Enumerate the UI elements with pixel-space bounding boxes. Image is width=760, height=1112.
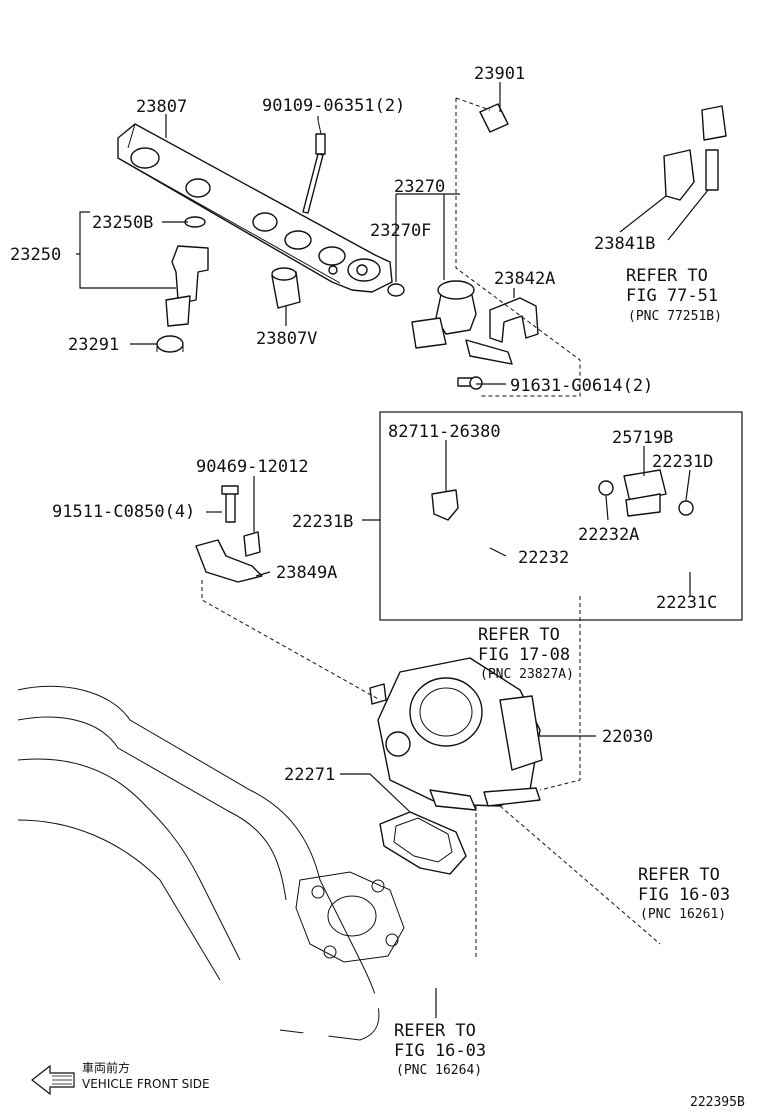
label-22271: 22271 (284, 765, 335, 785)
direction-label-jp: 車両前方 (82, 1060, 130, 1075)
hose-group-box (379, 411, 743, 621)
label-23807v: 23807V (256, 329, 317, 349)
refer-fig: FIG 16-03 (638, 885, 730, 905)
refer-fig: FIG 77-51 (626, 286, 718, 306)
refer-fig: FIG 17-08 (478, 645, 570, 665)
direction-label-en: VEHICLE FRONT SIDE (82, 1077, 210, 1091)
refer-fig: FIG 16-03 (394, 1041, 486, 1061)
label-23841b: 23841B (594, 234, 655, 254)
label-22232: 22232 (518, 548, 569, 568)
bracket-23842a (489, 297, 539, 343)
label-22030: 22030 (602, 727, 653, 747)
label-23250b: 23250B (92, 213, 153, 233)
gasket-22271 (379, 811, 467, 875)
clamp-22231d (678, 500, 694, 516)
intake-manifold (17, 685, 405, 1041)
refer-fig-17-08: REFER TO FIG 17-08 (PNC 23827A) (478, 625, 574, 682)
label-22231b: 22231B (292, 512, 353, 532)
label-23250: 23250 (10, 245, 61, 265)
hose-stub-17-08 (379, 639, 417, 671)
fuel-hose-23901 (479, 32, 727, 208)
oring-23270f (387, 283, 405, 297)
vehicle-front-arrow-icon (31, 1064, 75, 1096)
label-91631: 91631-G0614(2) (510, 376, 653, 396)
label-90469: 90469-12012 (196, 457, 309, 477)
clamp-23841b (663, 149, 719, 201)
bolt-91631 (457, 376, 483, 390)
leader-lines (76, 82, 709, 1018)
vsv-25719b (623, 469, 667, 517)
refer-fig-16-03-a: REFER TO FIG 16-03 (PNC 16261) (638, 865, 730, 922)
label-23270f: 23270F (370, 221, 431, 241)
refer-line: REFER TO (394, 1021, 476, 1041)
bracket-23849a (195, 485, 263, 583)
refer-line: REFER TO (626, 266, 708, 286)
figure-code: 222395B (690, 1095, 745, 1110)
label-23849a: 23849A (276, 563, 337, 583)
hose-22232 (412, 433, 588, 564)
clip-82711 (431, 489, 459, 521)
refer-pnc: (PNC 16264) (396, 1063, 482, 1078)
label-22231c: 22231C (656, 593, 717, 613)
label-22232a: 22232A (578, 525, 639, 545)
fuel-delivery-pipe (117, 123, 393, 293)
label-82711: 82711-26380 (388, 422, 501, 442)
clamp-22232a (598, 480, 614, 496)
refer-fig-16-03-b: REFER TO FIG 16-03 (PNC 16264) (394, 1021, 486, 1078)
label-91511: 91511-C0850(4) (52, 502, 195, 522)
rail-bolt (302, 119, 326, 214)
refer-pnc: (PNC 16261) (640, 907, 726, 922)
throttle-body (369, 657, 543, 811)
refer-line: REFER TO (638, 865, 720, 885)
label-90109: 90109-06351(2) (262, 96, 405, 116)
label-23842a: 23842A (494, 269, 555, 289)
leader-dashed-top (455, 97, 581, 397)
label-25719b: 25719B (612, 428, 673, 448)
pressure-regulator (411, 280, 513, 365)
refer-fig-77-51: REFER TO FIG 77-51 (PNC 77251B) (626, 266, 722, 324)
label-22231d: 22231D (652, 452, 713, 472)
fuel-injector (165, 216, 209, 327)
refer-line: REFER TO (478, 625, 560, 645)
label-23270: 23270 (394, 177, 445, 197)
refer-pnc: (PNC 23827A) (480, 667, 574, 682)
refer-pnc: (PNC 77251B) (628, 309, 722, 324)
label-23901: 23901 (474, 64, 525, 84)
water-hose-16261 (512, 935, 704, 1036)
hose-22231c (680, 514, 715, 576)
insulator-23807v (271, 267, 301, 309)
label-23291: 23291 (68, 335, 119, 355)
label-23807: 23807 (136, 97, 187, 117)
injector-seal (156, 335, 184, 353)
leader-dashed-lower (201, 580, 661, 960)
water-hose-16264 (280, 944, 554, 1058)
